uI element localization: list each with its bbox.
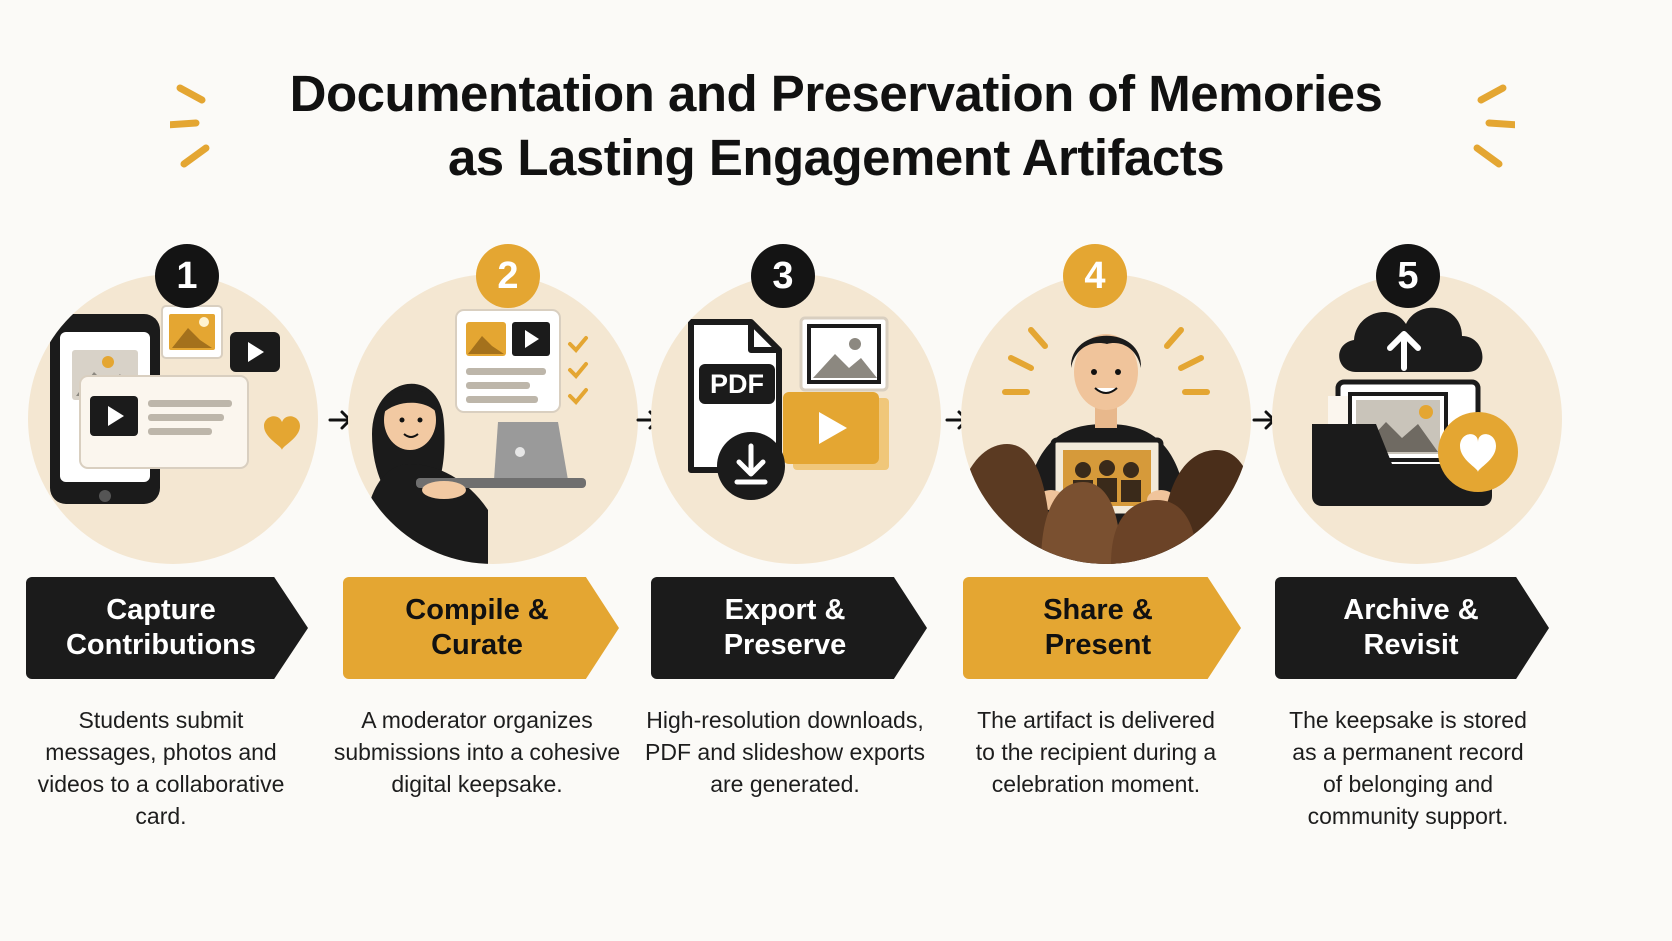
step-1-illustration: [28, 274, 318, 564]
step-5-label-banner: Archive &Revisit: [1275, 577, 1549, 679]
step-3-illustration: PDF: [651, 274, 941, 564]
step-5-illustration: [1272, 274, 1562, 564]
right-sparkle-icon: [1473, 84, 1515, 168]
step-1-desc-line-4: card.: [135, 803, 187, 829]
step-4-desc-line-3: celebration moment.: [991, 771, 1201, 797]
phone-with-media-icon: [50, 305, 300, 504]
pdf-label: PDF: [710, 369, 764, 399]
moderator-laptop-icon: [362, 309, 588, 564]
step-5-desc-line-1: The keepsake is stored: [1289, 707, 1527, 733]
step-2-description: A moderator organizes submissions into a…: [332, 704, 622, 800]
step-4-label-banner: Share &Present: [963, 577, 1241, 679]
step-2-illustration: [348, 274, 638, 564]
pdf-export-icon: PDF: [688, 316, 889, 500]
step-3-label-line-1: Export &: [724, 594, 846, 626]
step-3-desc-line-3: are generated.: [710, 771, 860, 797]
step-2: 2 Compile &Curate: [334, 0, 672, 941]
step-2-desc-line-2: submissions into a cohesive: [333, 739, 621, 765]
presenter-icon: [961, 327, 1251, 564]
step-4-label-line-2: Present: [1044, 629, 1152, 661]
step-4-description: The artifact is delivered to the recipie…: [951, 704, 1241, 800]
step-1-desc-line-2: messages, photos and: [45, 739, 277, 765]
step-3-label-line-2: Preserve: [723, 629, 847, 661]
step-3: 3 PDF Export &Preserve High-resolution d…: [645, 0, 981, 941]
step-4-number-badge: 4: [1063, 244, 1127, 308]
step-5: 5 Archive &Revisit The keepsake is store…: [1272, 0, 1604, 941]
step-1-number-badge: 1: [155, 244, 219, 308]
step-5-desc-line-4: community support.: [1307, 803, 1509, 829]
step-3-desc-line-2: PDF and slideshow exports: [645, 739, 925, 765]
step-3-label-banner: Export &Preserve: [651, 577, 927, 679]
step-4-desc-line-1: The artifact is delivered: [977, 707, 1215, 733]
step-5-number-badge: 5: [1376, 244, 1440, 308]
step-3-desc-line-1: High-resolution downloads,: [646, 707, 924, 733]
step-2-label-line-1: Compile &: [405, 594, 549, 626]
step-1-description: Students submit messages, photos and vid…: [16, 704, 306, 832]
title-line-2: as Lasting Engagement Artifacts: [447, 129, 1225, 186]
step-3-number-badge: 3: [751, 244, 815, 308]
step-1-label-line-2: Contributions: [65, 629, 257, 661]
step-1-label-line-1: Capture: [106, 594, 216, 626]
step-3-description: High-resolution downloads, PDF and slide…: [640, 704, 930, 800]
page-title: Documentation and Preservation of Memori…: [0, 62, 1672, 190]
step-5-desc-line-2: as a permanent record: [1292, 739, 1524, 765]
step-2-number-badge: 2: [476, 244, 540, 308]
step-4-illustration: [961, 274, 1251, 564]
step-1-desc-line-3: videos to a collaborative: [37, 771, 285, 797]
step-2-label-line-2: Curate: [431, 629, 523, 661]
left-sparkle-icon: [170, 84, 210, 168]
step-5-label-line-2: Revisit: [1363, 629, 1459, 661]
cloud-archive-icon: [1312, 307, 1518, 506]
title-line-1: Documentation and Preservation of Memori…: [289, 65, 1383, 122]
step-2-desc-line-1: A moderator organizes: [361, 707, 593, 733]
step-5-description: The keepsake is stored as a permanent re…: [1263, 704, 1553, 832]
step-4: 4 Share &Present T: [961, 0, 1293, 941]
step-4-label-line-1: Share &: [1043, 594, 1153, 626]
step-4-desc-line-2: to the recipient during a: [975, 739, 1217, 765]
step-2-label-banner: Compile &Curate: [343, 577, 619, 679]
step-5-desc-line-3: of belonging and: [1322, 771, 1494, 797]
step-5-label-line-1: Archive &: [1343, 594, 1479, 626]
step-2-desc-line-3: digital keepsake.: [391, 771, 563, 797]
step-1-desc-line-1: Students submit: [78, 707, 244, 733]
